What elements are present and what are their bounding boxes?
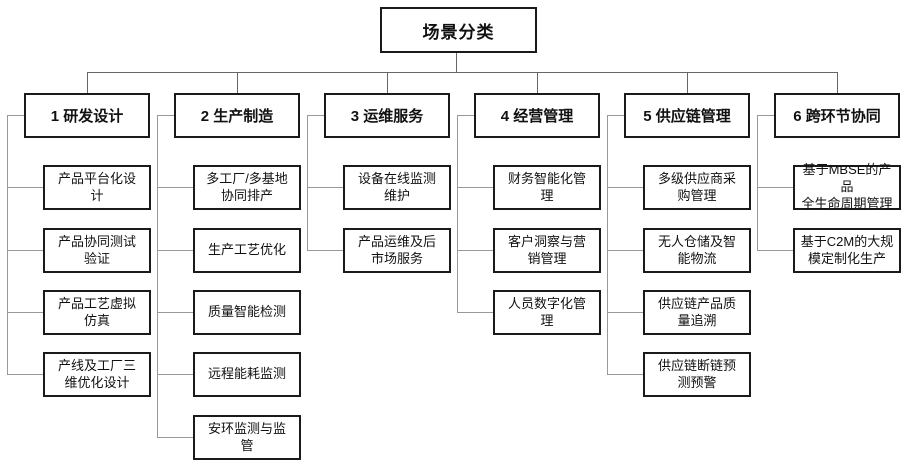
connector-line <box>457 115 474 116</box>
connector-line <box>687 72 688 93</box>
leaf-node: 多工厂/多基地 协同排产 <box>193 165 301 210</box>
connector-line <box>157 437 193 438</box>
connector-line <box>457 187 493 188</box>
connector-line <box>307 187 343 188</box>
leaf-node: 多级供应商采 购管理 <box>643 165 751 210</box>
leaf-node: 产品运维及后 市场服务 <box>343 228 451 273</box>
leaf-node: 产品工艺虚拟 仿真 <box>43 290 151 335</box>
leaf-node: 产品平台化设 计 <box>43 165 151 210</box>
connector-line <box>757 115 774 116</box>
leaf-node: 供应链断链预 测预警 <box>643 352 751 397</box>
connector-line <box>607 187 643 188</box>
connector-line <box>387 72 388 93</box>
connector-line <box>237 72 238 93</box>
connector-line <box>307 115 324 116</box>
leaf-node: 人员数字化管 理 <box>493 290 601 335</box>
category-node-6: 6 跨环节协同 <box>774 93 900 138</box>
connector-line <box>457 115 458 313</box>
category-node-4: 4 经营管理 <box>474 93 600 138</box>
connector-line <box>157 187 193 188</box>
category-node-1: 1 研发设计 <box>24 93 150 138</box>
connector-line <box>607 115 624 116</box>
connector-line <box>607 250 643 251</box>
connector-line <box>757 115 758 251</box>
connector-line <box>87 72 88 93</box>
leaf-node: 安环监测与监 管 <box>193 415 301 460</box>
connector-line <box>87 72 838 73</box>
connector-line <box>157 250 193 251</box>
leaf-node: 供应链产品质 量追溯 <box>643 290 751 335</box>
connector-line <box>7 187 43 188</box>
connector-line <box>607 374 643 375</box>
connector-line <box>607 115 608 375</box>
leaf-node: 财务智能化管 理 <box>493 165 601 210</box>
connector-line <box>7 374 43 375</box>
leaf-node: 远程能耗监测 <box>193 352 301 397</box>
leaf-node: 设备在线监测 维护 <box>343 165 451 210</box>
connector-line <box>7 312 43 313</box>
connector-line <box>757 187 793 188</box>
connector-line <box>7 115 8 375</box>
leaf-node: 无人仓储及智 能物流 <box>643 228 751 273</box>
connector-line <box>757 250 793 251</box>
connector-line <box>307 115 308 251</box>
connector-line <box>456 52 457 73</box>
category-node-5: 5 供应链管理 <box>624 93 750 138</box>
connector-line <box>157 115 174 116</box>
leaf-node: 客户洞察与营 销管理 <box>493 228 601 273</box>
connector-line <box>307 250 343 251</box>
root-node: 场景分类 <box>380 7 537 53</box>
connector-line <box>7 115 24 116</box>
connector-line <box>457 250 493 251</box>
category-node-3: 3 运维服务 <box>324 93 450 138</box>
connector-line <box>837 72 838 93</box>
category-node-2: 2 生产制造 <box>174 93 300 138</box>
connector-line <box>607 312 643 313</box>
leaf-node: 生产工艺优化 <box>193 228 301 273</box>
connector-line <box>157 374 193 375</box>
connector-line <box>157 312 193 313</box>
leaf-node: 质量智能检测 <box>193 290 301 335</box>
connector-line <box>157 115 158 438</box>
leaf-node: 产品协同测试 验证 <box>43 228 151 273</box>
leaf-node: 基于MBSE的产品 全生命周期管理 <box>793 162 901 211</box>
connector-line <box>7 250 43 251</box>
leaf-node: 基于C2M的大规 模定制化生产 <box>793 228 901 273</box>
connector-line <box>537 72 538 93</box>
leaf-node: 产线及工厂三 维优化设计 <box>43 352 151 397</box>
connector-line <box>457 312 493 313</box>
